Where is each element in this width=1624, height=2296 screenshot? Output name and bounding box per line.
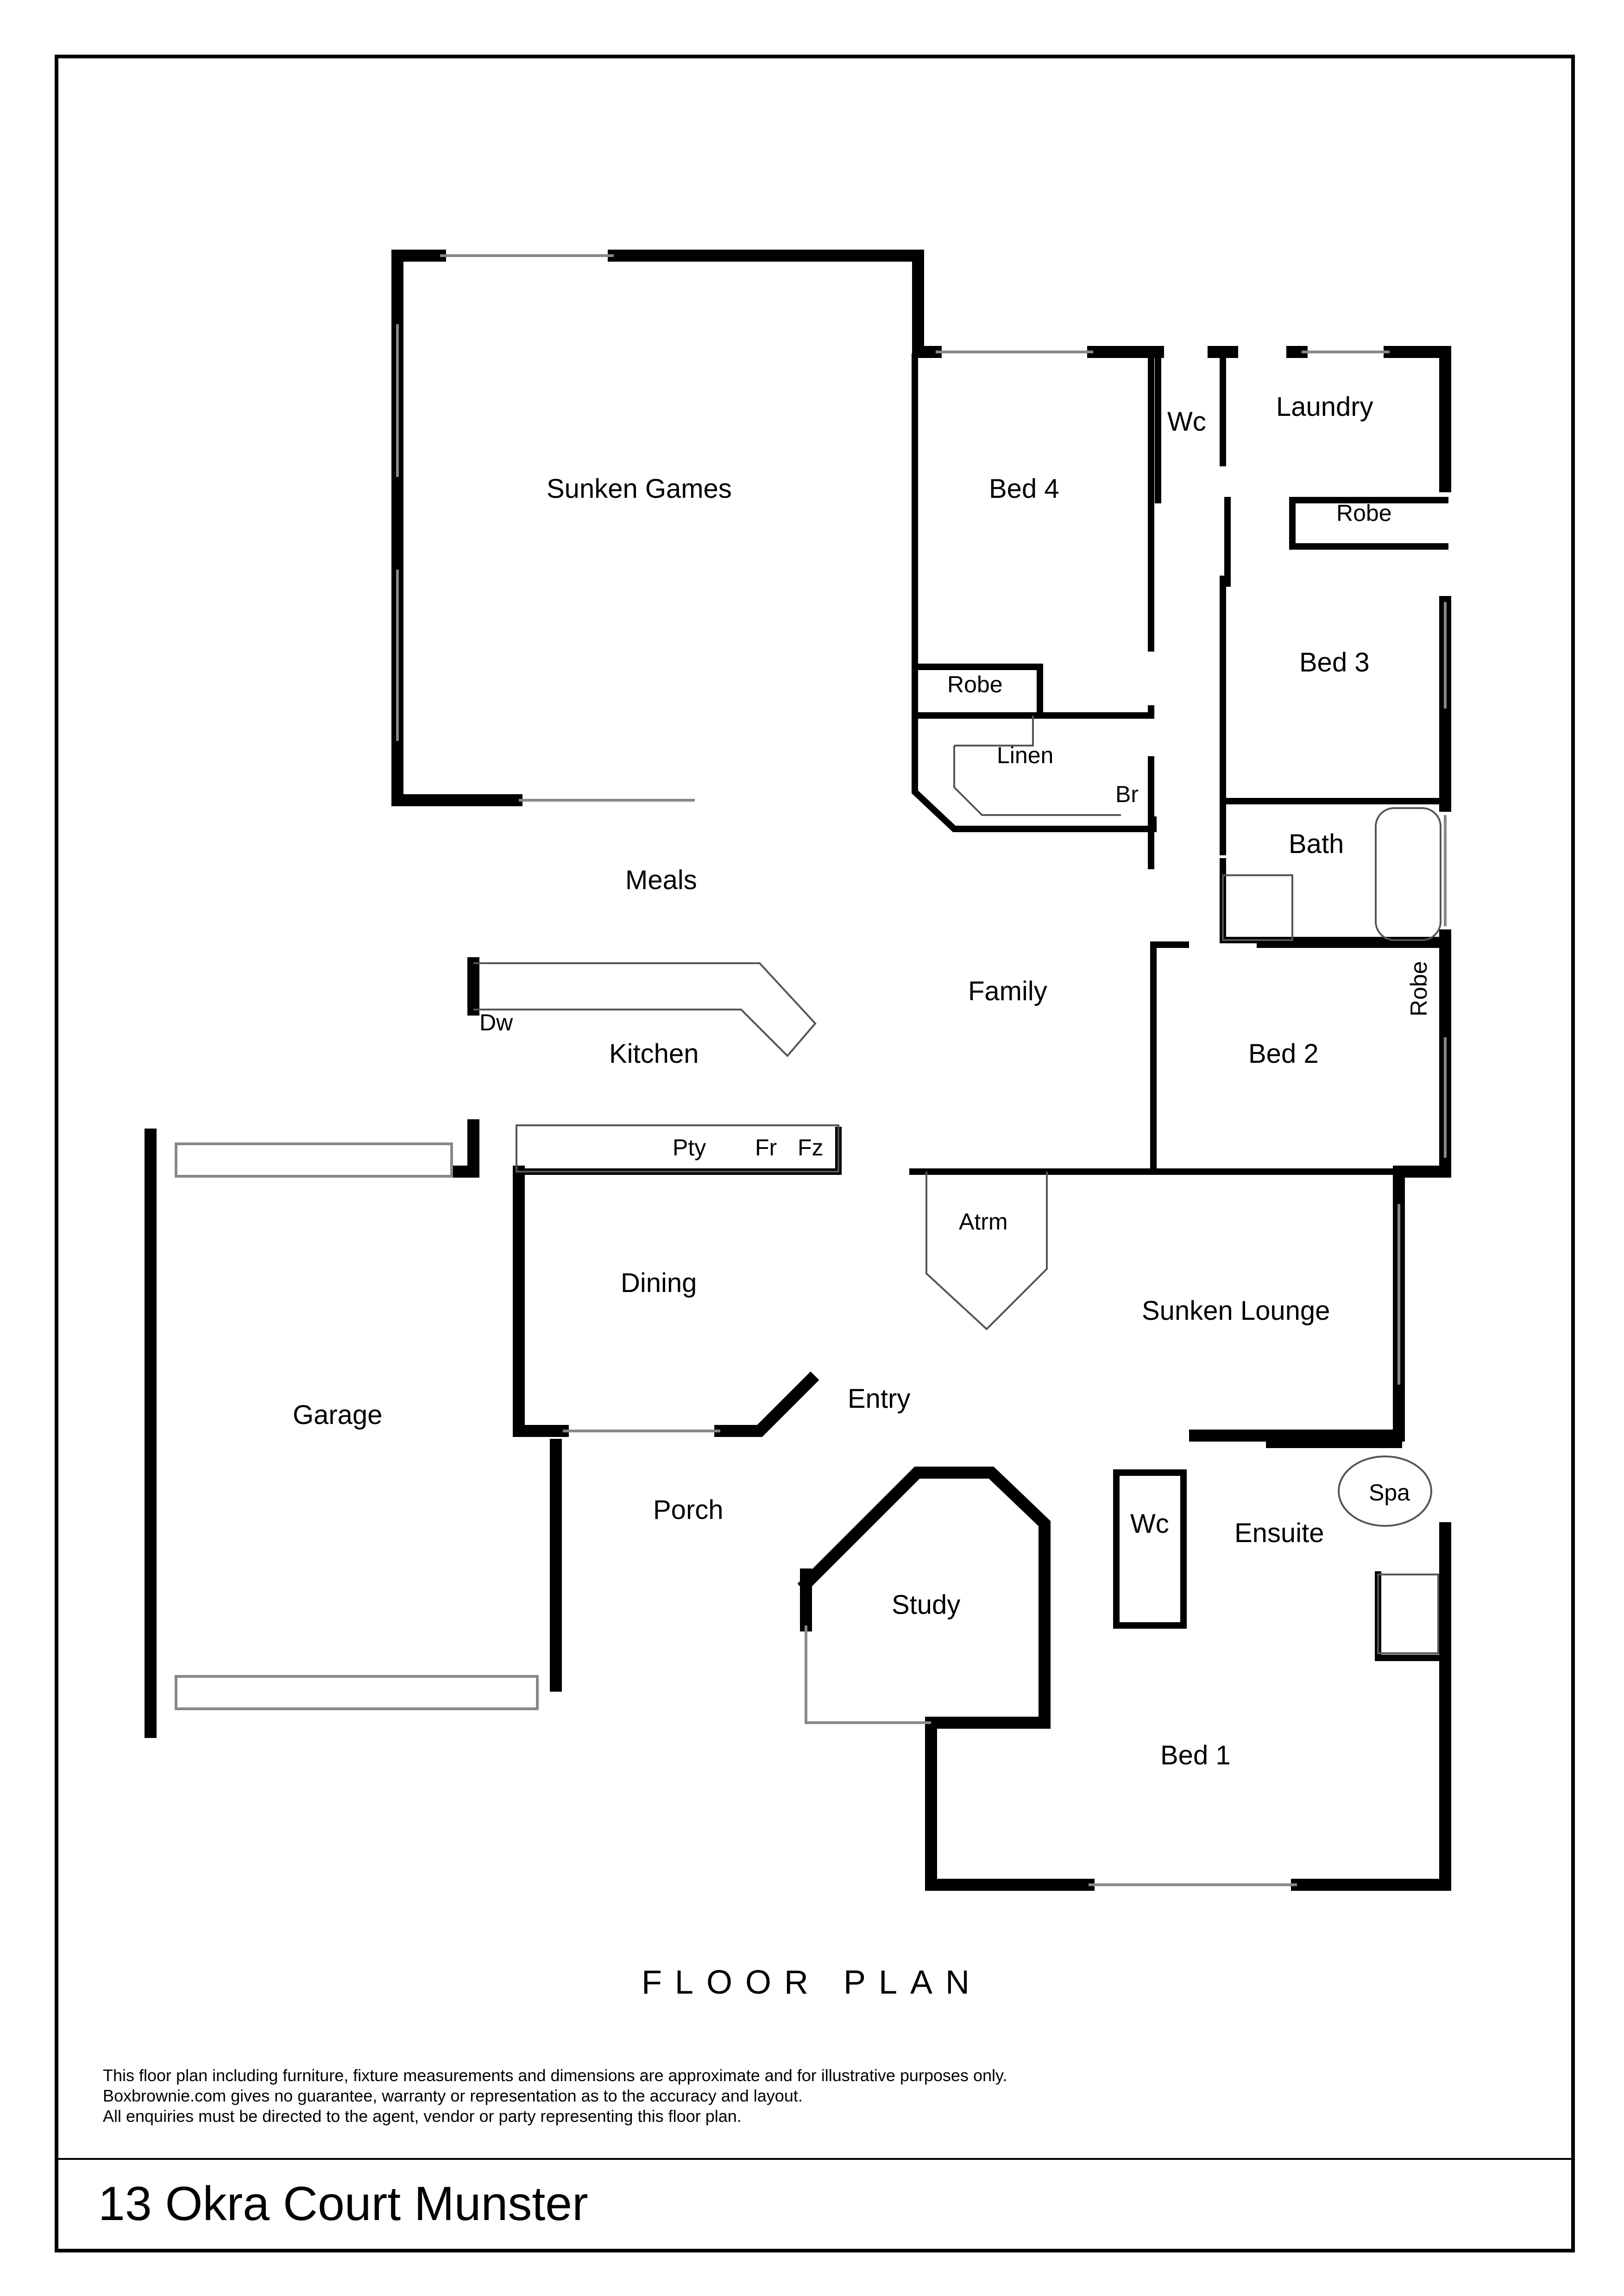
label-entry: Entry: [848, 1384, 910, 1414]
kitchen-bench: [516, 1124, 839, 1173]
exterior-walls: [145, 250, 1451, 1891]
wall-kitchen-left: [450, 957, 479, 1178]
label-ensuite: Ensuite: [1234, 1518, 1324, 1548]
label-fr: Fr: [755, 1135, 777, 1161]
label-br: Br: [1115, 781, 1139, 807]
label-study: Study: [892, 1590, 960, 1620]
wall-upper-top: [1087, 346, 1451, 492]
disclaimer: This floor plan including furniture, fix…: [103, 2065, 1007, 2127]
disclaimer-line: This floor plan including furniture, fix…: [103, 2066, 1007, 2085]
label-bed-4: Bed 4: [989, 474, 1059, 504]
wall-study: [797, 1467, 1051, 1729]
floor-plan-caption: FLOOR PLAN: [641, 1964, 983, 2001]
label-pty: Pty: [673, 1135, 706, 1161]
label-linen: Linen: [997, 742, 1053, 768]
label-kitchen: Kitchen: [609, 1039, 699, 1069]
label-robe-bed2: Robe: [1406, 961, 1432, 1016]
wall-linen: [912, 712, 1154, 869]
property-address: 13 Okra Court Munster: [98, 2177, 588, 2231]
label-wc-ensuite: Wc: [1130, 1509, 1169, 1539]
label-family: Family: [968, 976, 1047, 1006]
label-sunken-games: Sunken Games: [547, 474, 732, 504]
fixtures: [473, 715, 1441, 1654]
spa-tub: [1338, 1455, 1432, 1527]
disclaimer-line: Boxbrownie.com gives no guarantee, warra…: [103, 2086, 803, 2105]
label-laundry: Laundry: [1276, 392, 1373, 422]
window-study: [805, 1625, 931, 1724]
bath-tub: [1375, 807, 1441, 941]
label-bath: Bath: [1289, 829, 1344, 859]
label-fz: Fz: [798, 1135, 824, 1161]
wall-ensuite: [1113, 1442, 1448, 1661]
window-garage-top: [175, 1142, 453, 1178]
shower-bath: [1222, 874, 1293, 941]
label-meals: Meals: [625, 865, 697, 895]
label-bed-1: Bed 1: [1160, 1740, 1231, 1770]
label-dw: Dw: [479, 1010, 513, 1035]
label-robe-bed4: Robe: [947, 671, 1003, 697]
wall-bath: [1220, 803, 1448, 943]
window-garage-bottom: [175, 1675, 539, 1710]
wall-bed4-right: [912, 353, 1154, 719]
label-porch: Porch: [653, 1495, 724, 1525]
wall-games: [391, 250, 522, 806]
atrium-shape: [925, 1172, 1048, 1330]
interior-walls: [513, 353, 1448, 1661]
wall-wc-upper: [1155, 353, 1231, 587]
sheet-frame: [55, 55, 1575, 2252]
room-labels: Sunken Games Bed 4 Wc Laundry Robe Bed 3…: [293, 392, 1432, 1770]
label-wc-upper: Wc: [1167, 407, 1206, 437]
label-spa: Spa: [1369, 1480, 1410, 1506]
label-bed-2: Bed 2: [1248, 1039, 1319, 1069]
disclaimer-line: All enquiries must be directed to the ag…: [103, 2107, 742, 2126]
wall-dining: [513, 1166, 819, 1437]
label-dining: Dining: [621, 1268, 697, 1298]
label-atrm: Atrm: [959, 1209, 1008, 1235]
wall-laundry: [1289, 497, 1448, 550]
kitchen-island: [473, 962, 817, 1057]
wall-bed3: [1220, 576, 1448, 943]
label-garage: Garage: [293, 1400, 382, 1430]
windows: [175, 254, 1447, 1886]
label-sunken-lounge: Sunken Lounge: [1142, 1296, 1330, 1326]
address-divider: [55, 2158, 1575, 2160]
shower-ensuite: [1377, 1574, 1439, 1654]
linen-shape: [953, 715, 1121, 816]
label-robe-bed3: Robe: [1336, 500, 1392, 526]
wall-games-top: [391, 250, 942, 358]
label-bed-3: Bed 3: [1299, 647, 1370, 678]
